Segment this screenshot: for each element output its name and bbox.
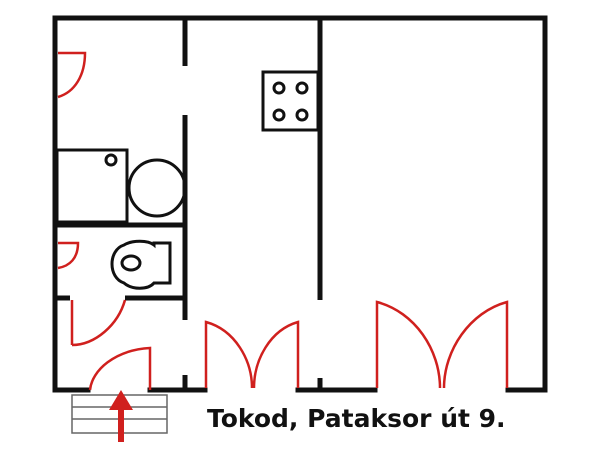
- door-kitchen-left: [204, 320, 254, 389]
- toilet-icon: [110, 239, 172, 290]
- bath-fixtures: [55, 148, 129, 224]
- washing-machine-icon: [127, 158, 187, 218]
- bath-cabinet: [55, 148, 129, 224]
- interior-walls: [55, 18, 323, 390]
- door-room-left: [375, 300, 442, 389]
- door-room-right: [442, 300, 509, 389]
- cabinet-knob: [104, 153, 118, 167]
- door-bathroom: [57, 51, 87, 99]
- stove-icon: [261, 70, 320, 132]
- doors: [57, 51, 509, 391]
- address-label: Tokod, Pataksor út 9.: [207, 404, 506, 433]
- door-hall: [70, 299, 127, 347]
- entrance-arrow-icon: [109, 390, 133, 442]
- door-entrance: [88, 346, 152, 391]
- door-kitchen-right: [252, 320, 300, 389]
- outer-walls: [52, 15, 548, 393]
- door-wc: [57, 241, 80, 270]
